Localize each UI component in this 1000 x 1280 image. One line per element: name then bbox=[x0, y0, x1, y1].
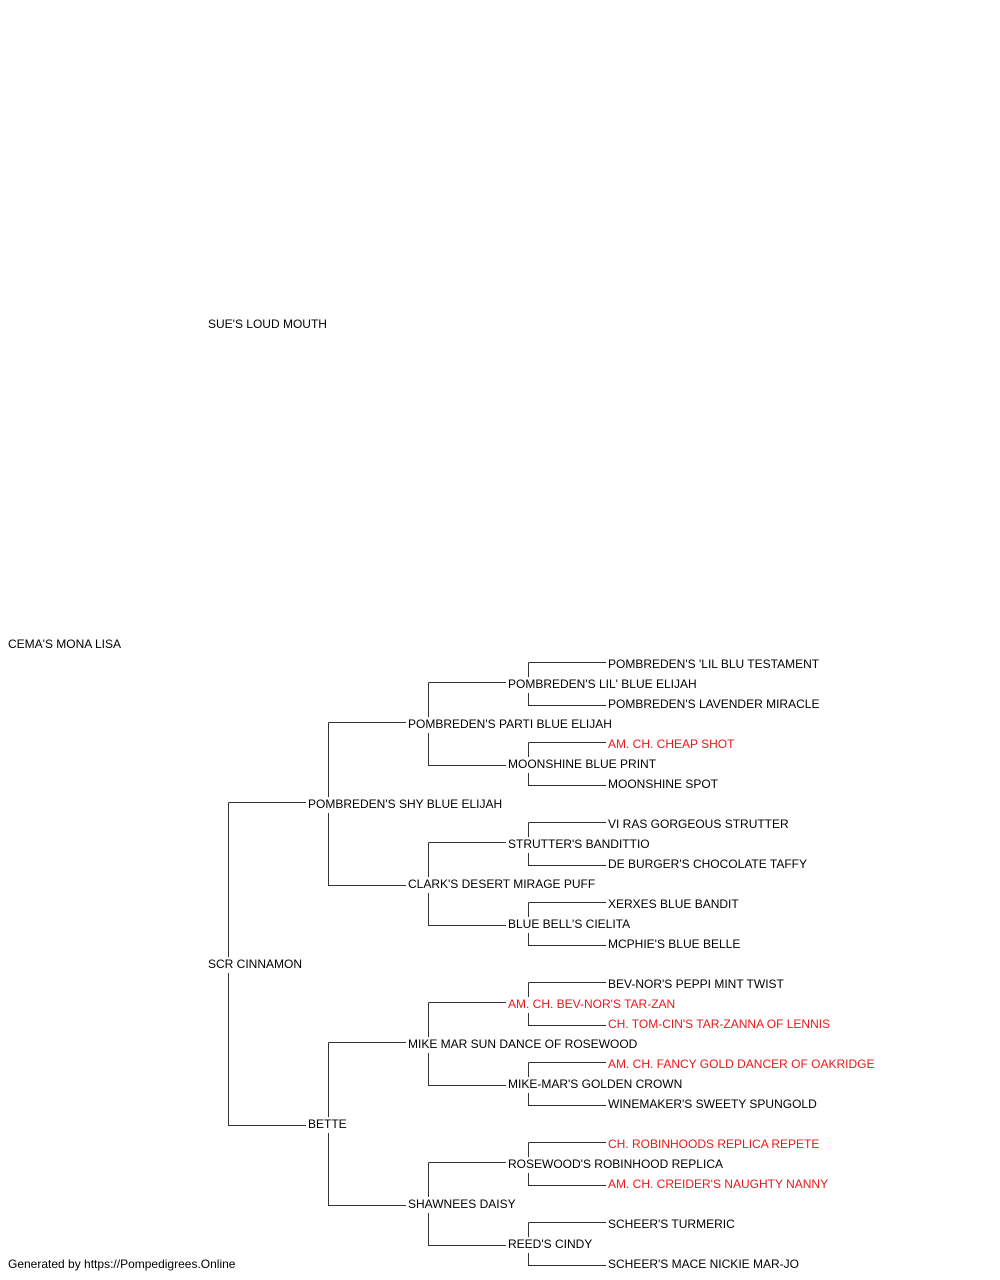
ancestor-chocolate-taffy: DE BURGER'S CHOCOLATE TAFFY bbox=[608, 857, 807, 871]
connector-shy-blue-elijah bbox=[328, 722, 406, 886]
ancestor-tar-zanna: CH. TOM-CIN'S TAR-ZANNA OF LENNIS bbox=[608, 1017, 831, 1031]
connector-shawnees-daisy bbox=[428, 1162, 506, 1246]
connector-lil-blue-elijah bbox=[528, 662, 606, 706]
connector-golden-crown bbox=[528, 1062, 606, 1106]
dam-sire-name: SCR CINNAMON bbox=[208, 957, 303, 971]
dam-name: CEMA'S MONA LISA bbox=[8, 637, 121, 651]
ancestor-moonshine-spot: MOONSHINE SPOT bbox=[608, 777, 719, 791]
ancestor-xerxes-blue-bandit: XERXES BLUE BANDIT bbox=[608, 897, 739, 911]
connector-robinhood-replica bbox=[528, 1142, 606, 1186]
ancestor-sweety-spungold: WINEMAKER'S SWEETY SPUNGOLD bbox=[608, 1097, 817, 1111]
generated-by-footer: Generated by https://Pompedigrees.Online bbox=[8, 1257, 236, 1271]
ancestor-gorgeous-strutter: VI RAS GORGEOUS STRUTTER bbox=[608, 817, 789, 831]
ancestor-golden-crown: MIKE-MAR'S GOLDEN CROWN bbox=[508, 1077, 683, 1091]
sire-name: SUE'S LOUD MOUTH bbox=[208, 317, 327, 331]
ancestor-sun-dance: MIKE MAR SUN DANCE OF ROSEWOOD bbox=[408, 1037, 638, 1051]
ancestor-blue-bells-cielita: BLUE BELL'S CIELITA bbox=[508, 917, 631, 931]
connector-reeds-cindy bbox=[528, 1222, 606, 1266]
ancestor-cheap-shot: AM. CH. CHEAP SHOT bbox=[608, 737, 735, 751]
ancestor-mace-nickie: SCHEER'S MACE NICKIE MAR-JO bbox=[608, 1257, 799, 1271]
ancestor-moonshine-blue-print: MOONSHINE BLUE PRINT bbox=[508, 757, 657, 771]
ancestor-bette: BETTE bbox=[308, 1117, 347, 1131]
ancestor-shawnees-daisy: SHAWNEES DAISY bbox=[408, 1197, 516, 1211]
ancestor-strutters-bandittio: STRUTTER'S BANDITTIO bbox=[508, 837, 650, 851]
ancestor-robinhood-replica: ROSEWOOD'S ROBINHOOD REPLICA bbox=[508, 1157, 723, 1171]
ancestor-replica-repete: CH. ROBINHOODS REPLICA REPETE bbox=[608, 1137, 820, 1151]
ancestor-reeds-cindy: REED'S CINDY bbox=[508, 1237, 593, 1251]
ancestor-tar-zan: AM. CH. BEV-NOR'S TAR-ZAN bbox=[508, 997, 676, 1011]
ancestor-fancy-gold-dancer: AM. CH. FANCY GOLD DANCER OF OAKRIDGE bbox=[608, 1057, 875, 1071]
connector-tar-zan bbox=[528, 982, 606, 1026]
ancestor-shy-blue-elijah: POMBREDEN'S SHY BLUE ELIJAH bbox=[308, 797, 503, 811]
ancestor-desert-mirage-puff: CLARK'S DESERT MIRAGE PUFF bbox=[408, 877, 596, 891]
connector-strutters-bandittio bbox=[528, 822, 606, 866]
connector-sun-dance bbox=[428, 1002, 506, 1086]
connector-scr-cinnamon bbox=[228, 802, 306, 1126]
ancestor-scheers-turmeric: SCHEER'S TURMERIC bbox=[608, 1217, 735, 1231]
ancestor-parti-blue-elijah: POMBREDEN'S PARTI BLUE ELIJAH bbox=[408, 717, 612, 731]
ancestor-lavender-miracle: POMBREDEN'S LAVENDER MIRACLE bbox=[608, 697, 820, 711]
connector-desert-mirage-puff bbox=[428, 842, 506, 926]
ancestor-lil-blue-elijah: POMBREDEN'S LIL' BLUE ELIJAH bbox=[508, 677, 697, 691]
connector-bette bbox=[328, 1042, 406, 1206]
ancestor-mcphies-blue-belle: MCPHIE'S BLUE BELLE bbox=[608, 937, 741, 951]
connector-parti-blue-elijah bbox=[428, 682, 506, 766]
ancestor-naughty-nanny: AM. CH. CREIDER'S NAUGHTY NANNY bbox=[608, 1177, 829, 1191]
connector-moonshine-blue-print bbox=[528, 742, 606, 786]
ancestor-peppi-mint-twist: BEV-NOR'S PEPPI MINT TWIST bbox=[608, 977, 784, 991]
connector-blue-bells-cielita bbox=[528, 902, 606, 946]
ancestor-lil-blu-testament: POMBREDEN'S 'LIL BLU TESTAMENT bbox=[608, 657, 820, 671]
